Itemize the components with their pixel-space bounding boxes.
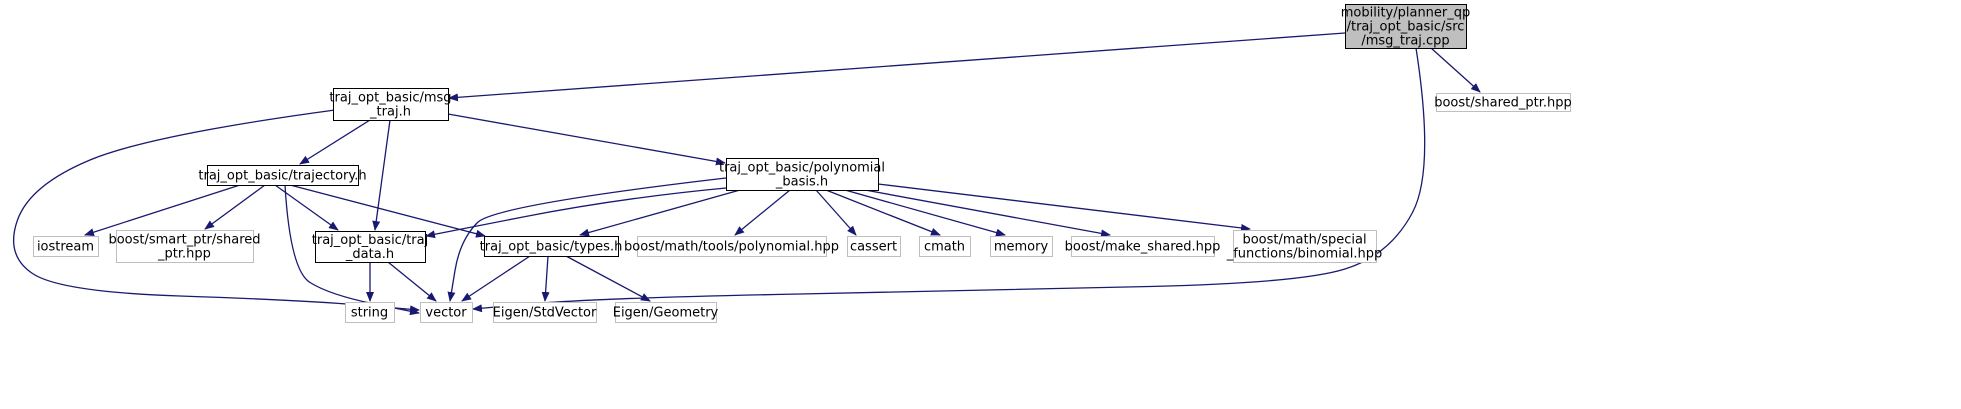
- node-label-line: _functions/binomial.hpp: [1226, 247, 1383, 262]
- edges-layer: [12, 32, 1481, 316]
- edge-polynomial_basis_h-to-memory: [844, 189, 1006, 237]
- node-label-line: memory: [994, 240, 1049, 255]
- edge-root-to-shared_ptr_hpp: [1430, 47, 1481, 93]
- node-box: [1345, 4, 1467, 49]
- node-eigen_stdvector: Eigen/StdVector: [493, 302, 597, 323]
- node-label-line: boost/shared_ptr.hpp: [1434, 96, 1572, 111]
- node-msg_traj_h[interactable]: traj_opt_basic/msg_traj.h: [329, 88, 452, 121]
- edge-polynomial_basis_h-to-make_shared_hpp: [864, 189, 1111, 238]
- edge-traj_data_h-to-vector: [387, 261, 437, 302]
- node-label-line: string: [351, 306, 388, 321]
- node-vector: vector: [420, 302, 473, 323]
- node-label-line: _basis.h: [775, 175, 828, 190]
- nodes-layer: mobility/planner_qp/traj_opt_basic/src/m…: [33, 4, 1572, 323]
- node-box: [847, 236, 901, 257]
- node-box: [493, 302, 597, 323]
- edge-msg_traj_h-to-polynomial_basis_h: [447, 113, 726, 166]
- node-box: [207, 165, 359, 186]
- node-box: [990, 236, 1053, 257]
- node-label-line: boost/math/special: [1242, 233, 1366, 248]
- edge-polynomial_basis_h-to-types_h: [579, 189, 741, 237]
- node-memory: memory: [990, 236, 1053, 257]
- node-label-line: Eigen/Geometry: [613, 306, 719, 321]
- node-smart_ptr_shared: boost/smart_ptr/shared_ptr.hpp: [108, 230, 261, 263]
- edge-root-to-vector: [472, 47, 1426, 313]
- node-label-line: vector: [425, 306, 467, 321]
- node-label-line: traj_opt_basic/types.h: [480, 240, 623, 255]
- node-binomial_hpp: boost/math/special_functions/binomial.hp…: [1226, 230, 1383, 263]
- edge-polynomial_basis_h-to-vector: [447, 177, 727, 302]
- node-label-line: Eigen/StdVector: [493, 306, 597, 321]
- node-polynomial_basis_h[interactable]: traj_opt_basic/polynomial_basis.h: [719, 158, 885, 191]
- node-label-line: _data.h: [345, 247, 394, 262]
- node-label-line: boost/make_shared.hpp: [1065, 240, 1221, 255]
- node-label-line: boost/math/tools/polynomial.hpp: [624, 240, 839, 255]
- node-types_h[interactable]: traj_opt_basic/types.h: [480, 236, 623, 257]
- node-box: [726, 158, 879, 191]
- node-label-line: _traj.h: [369, 105, 411, 120]
- node-root[interactable]: mobility/planner_qp/traj_opt_basic/src/m…: [1341, 4, 1471, 49]
- node-box: [1233, 230, 1377, 263]
- node-label-line: boost/smart_ptr/shared: [108, 233, 260, 248]
- edge-polynomial_basis_h-to-traj_data_h: [425, 187, 727, 239]
- node-box: [484, 236, 619, 257]
- node-eigen_geometry: Eigen/Geometry: [613, 302, 719, 323]
- edge-polynomial_basis_h-to-polynomial_hpp: [734, 189, 791, 236]
- edge-trajectory_h-to-traj_data_h: [274, 184, 339, 231]
- node-label-line: traj_opt_basic/traj: [312, 233, 428, 248]
- edge-trajectory_h-to-smart_ptr_shared: [204, 184, 266, 230]
- node-string: string: [345, 302, 395, 323]
- node-cassert: cassert: [847, 236, 901, 257]
- node-label-line: _ptr.hpp: [157, 247, 211, 262]
- edge-msg_traj_h-to-traj_data_h: [372, 119, 391, 231]
- edge-trajectory_h-to-types_h: [289, 184, 486, 238]
- node-box: [315, 231, 426, 263]
- edge-root-to-msg_traj_h: [448, 32, 1346, 102]
- node-label-line: mobility/planner_qp: [1341, 6, 1471, 21]
- node-box: [420, 302, 473, 323]
- node-iostream: iostream: [33, 236, 99, 257]
- edge-polynomial_basis_h-to-cassert: [815, 189, 857, 236]
- node-box: [637, 236, 827, 257]
- node-box: [116, 230, 254, 263]
- node-box: [919, 236, 971, 257]
- node-polynomial_hpp: boost/math/tools/polynomial.hpp: [624, 236, 839, 257]
- edge-types_h-to-eigen_stdvector: [541, 255, 550, 302]
- node-traj_data_h[interactable]: traj_opt_basic/traj_data.h: [312, 231, 428, 263]
- edge-types_h-to-eigen_geometry: [565, 255, 651, 302]
- node-cmath: cmath: [919, 236, 971, 257]
- edge-msg_traj_h-to-vector: [12, 109, 420, 314]
- node-box: [615, 302, 717, 323]
- node-label-line: cassert: [850, 240, 897, 255]
- node-box: [345, 302, 395, 323]
- node-trajectory_h[interactable]: traj_opt_basic/trajectory.h: [198, 165, 367, 186]
- node-box: [1436, 93, 1571, 112]
- node-shared_ptr_hpp: boost/shared_ptr.hpp: [1434, 93, 1572, 112]
- node-box: [1071, 236, 1215, 257]
- edge-trajectory_h-to-vector: [284, 184, 420, 316]
- node-box: [333, 88, 449, 121]
- node-label-line: cmath: [924, 240, 965, 255]
- edge-polynomial_basis_h-to-binomial_hpp: [877, 183, 1251, 232]
- node-label-line: traj_opt_basic/msg: [329, 91, 451, 106]
- node-label-line: traj_opt_basic/polynomial: [719, 161, 885, 176]
- edge-msg_traj_h-to-trajectory_h: [299, 119, 371, 165]
- node-label-line: /traj_opt_basic/src: [1347, 20, 1465, 35]
- node-label-line: /msg_traj.cpp: [1361, 34, 1449, 49]
- edge-polynomial_basis_h-to-cmath: [825, 189, 941, 236]
- node-label-line: traj_opt_basic/trajectory.h: [198, 169, 366, 184]
- edge-types_h-to-vector: [461, 255, 531, 302]
- node-box: [33, 236, 99, 257]
- node-label-line: iostream: [37, 240, 94, 255]
- edge-trajectory_h-to-iostream: [84, 184, 241, 237]
- node-make_shared_hpp: boost/make_shared.hpp: [1065, 236, 1221, 257]
